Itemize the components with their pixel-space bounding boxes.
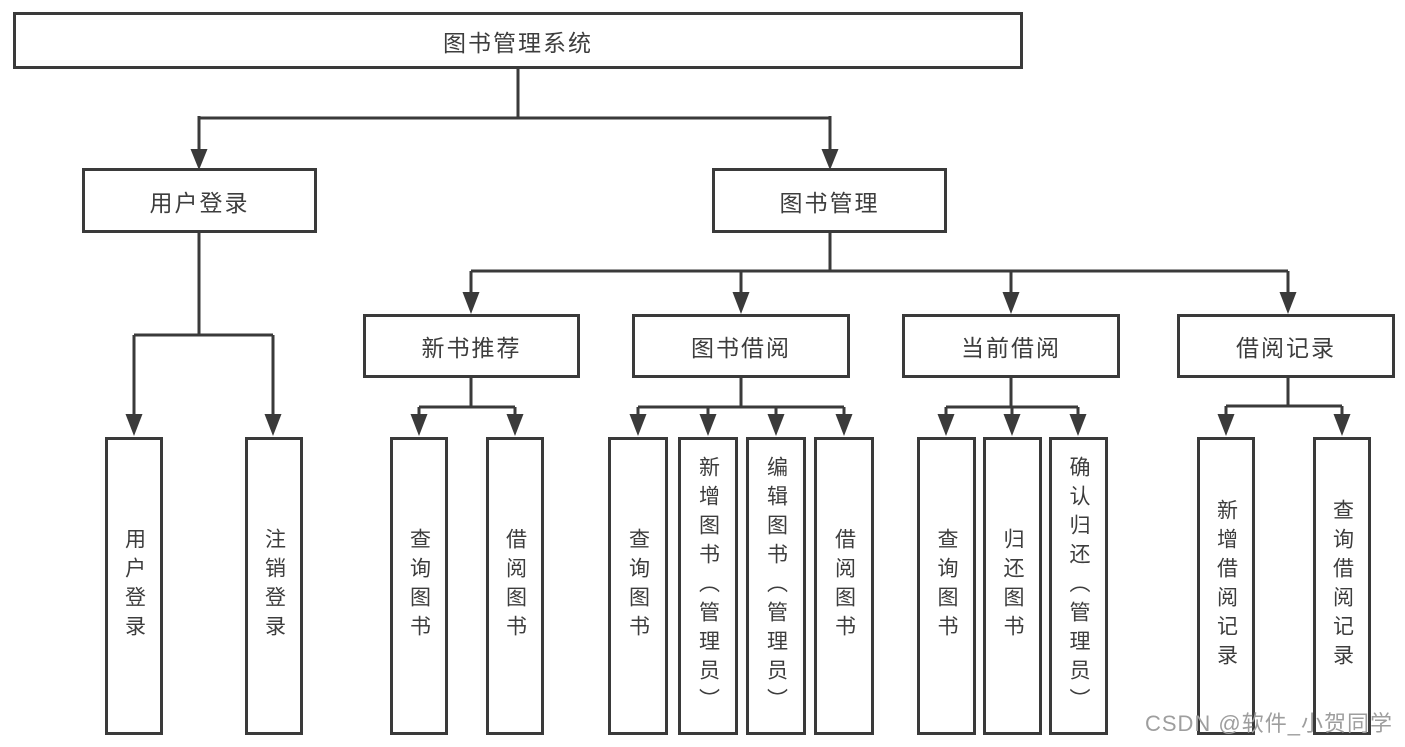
arrowhead	[629, 414, 647, 436]
arrowhead	[264, 414, 282, 436]
arrowhead	[835, 414, 853, 436]
connector-root-fork	[197, 69, 832, 156]
leaf-edit-book-admin: 编辑图书（管理员）	[746, 437, 806, 735]
leaf-label: 确认归还（管理员）	[1067, 455, 1090, 717]
arrowhead	[1069, 414, 1087, 436]
node-book-management: 图书管理	[712, 168, 947, 233]
leaf-label: 查询图书	[935, 528, 958, 644]
arrowhead	[462, 292, 480, 314]
leaf-borrow-books-newbook: 借阅图书	[486, 437, 544, 735]
leaf-confirm-return-admin: 确认归还（管理员）	[1049, 437, 1108, 735]
leaf-label: 编辑图书（管理员）	[764, 455, 788, 717]
leaf-query-books-newbook: 查询图书	[390, 437, 448, 735]
node-current-borrow: 当前借阅	[902, 314, 1120, 378]
arrowhead	[937, 414, 955, 436]
leaf-label: 注销登录	[262, 528, 286, 644]
arrowhead	[1333, 414, 1351, 436]
node-new-book-recommend: 新书推荐	[363, 314, 580, 378]
leaf-label: 借阅图书	[503, 528, 527, 644]
leaf-query-borrow-record: 查询借阅记录	[1313, 437, 1371, 735]
arrowhead	[821, 149, 839, 170]
arrowhead	[699, 414, 717, 436]
node-user-login: 用户登录	[82, 168, 317, 233]
connector-current-borrow-fork	[944, 378, 1080, 420]
connector-user-login-fork	[132, 233, 275, 420]
leaf-logout-login: 注销登录	[245, 437, 303, 735]
leaf-add-borrow-record: 新增借阅记录	[1197, 437, 1255, 735]
leaf-label: 查询图书	[407, 528, 431, 644]
connector-borrow-records-fork	[1224, 378, 1344, 420]
connector-book-management-fork	[469, 233, 1290, 297]
leaf-label: 查询借阅记录	[1330, 499, 1354, 673]
connector-book-borrow-fork	[636, 378, 846, 420]
leaf-label: 新增借阅记录	[1214, 499, 1238, 673]
arrowhead	[506, 414, 524, 436]
node-book-borrow: 图书借阅	[632, 314, 850, 378]
leaf-user-login: 用户登录	[105, 437, 163, 735]
leaf-label: 新增图书（管理员）	[696, 455, 720, 717]
leaf-borrow-books-borrow: 借阅图书	[814, 437, 874, 735]
leaf-query-books-current: 查询图书	[917, 437, 976, 735]
leaf-label: 归还图书	[1001, 528, 1024, 644]
csdn-watermark: CSDN @软件_小贺同学	[1144, 711, 1393, 736]
leaf-add-book-admin: 新增图书（管理员）	[678, 437, 738, 735]
leaf-label: 借阅图书	[832, 528, 856, 644]
arrowhead	[767, 414, 785, 436]
arrowhead	[1279, 292, 1297, 314]
leaf-query-books-borrow: 查询图书	[608, 437, 668, 735]
leaf-label: 查询图书	[626, 528, 650, 644]
node-root-title: 图书管理系统	[13, 12, 1023, 69]
leaf-return-book: 归还图书	[983, 437, 1042, 735]
arrowhead	[410, 414, 428, 436]
arrowhead	[1003, 414, 1021, 436]
node-borrow-records: 借阅记录	[1177, 314, 1395, 378]
connector-new-book-fork	[417, 378, 517, 420]
arrowhead	[732, 292, 750, 314]
arrowhead	[1217, 414, 1235, 436]
leaf-label: 用户登录	[122, 528, 146, 644]
arrowhead	[1002, 292, 1020, 314]
arrowhead	[125, 414, 143, 436]
arrowhead	[190, 149, 208, 170]
